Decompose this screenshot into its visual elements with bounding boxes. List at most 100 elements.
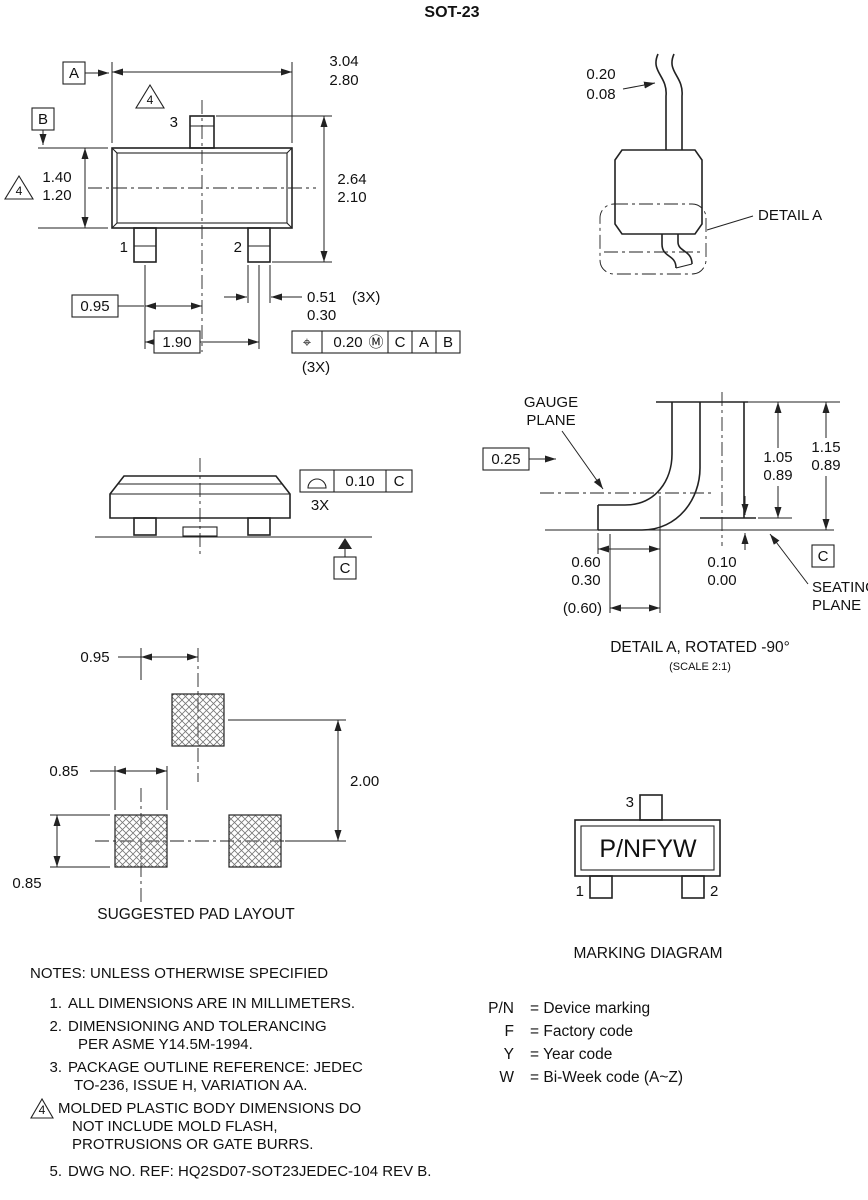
dim-pitch: 0.95 bbox=[80, 298, 109, 315]
datum-a-label: A bbox=[69, 65, 79, 82]
notes-header: NOTES: UNLESS OTHERWISE SPECIFIED bbox=[30, 965, 328, 982]
detail-a-boundary bbox=[599, 203, 707, 275]
flag-note-4-triangle bbox=[135, 83, 165, 109]
legend-code: W bbox=[499, 1069, 514, 1086]
flag-note-4: 4 bbox=[147, 93, 154, 107]
seating-plane-label: PLANE bbox=[812, 597, 861, 614]
body-side-outline bbox=[614, 149, 703, 235]
legend-desc: = Bi-Week code (A~Z) bbox=[530, 1069, 683, 1086]
dim-pitch-x: 0.95 bbox=[80, 649, 109, 666]
note-number: 5. bbox=[49, 1163, 62, 1180]
marking-caption: MARKING DIAGRAM bbox=[574, 945, 723, 962]
dim-len1-min: 0.89 bbox=[763, 467, 792, 484]
dim-body-max: 1.40 bbox=[42, 169, 71, 186]
marking-pin3 bbox=[639, 794, 663, 821]
detail-a-rotated-caption: DETAIL A, ROTATED -90° bbox=[610, 639, 790, 656]
pad-2 bbox=[228, 814, 282, 868]
dim-pad-h: 0.85 bbox=[12, 875, 41, 892]
dim-leadw-qty: (3X) bbox=[352, 289, 380, 306]
datum-c-label: C bbox=[818, 548, 829, 565]
pad-3 bbox=[171, 693, 225, 747]
marking-pin1-number: 1 bbox=[576, 883, 584, 900]
seating-plane-label: SEATING bbox=[812, 579, 868, 596]
dim-text-bg bbox=[805, 438, 847, 476]
note-line: NOT INCLUDE MOLD FLASH, bbox=[72, 1118, 278, 1135]
dim-width-min: 2.80 bbox=[329, 72, 358, 89]
dim-span-basic: 1.90 bbox=[162, 334, 191, 351]
upper-lead-edge bbox=[671, 53, 683, 150]
seating-plane-leader bbox=[769, 533, 809, 585]
marking-body-inner bbox=[580, 825, 715, 871]
legend-desc: = Factory code bbox=[530, 1023, 633, 1040]
note-line: PROTRUSIONS OR GATE BURRS. bbox=[72, 1136, 313, 1153]
gauge-plane-leader bbox=[561, 430, 604, 490]
legend-code: Y bbox=[504, 1046, 514, 1063]
dim-leadw-min: 0.30 bbox=[307, 307, 336, 324]
pin2-number: 2 bbox=[234, 239, 242, 256]
dim-standoff-min: 0.00 bbox=[707, 572, 736, 589]
dim-len2-min: 0.89 bbox=[811, 457, 840, 474]
datum-c-box bbox=[811, 544, 835, 568]
note-number: 3. bbox=[49, 1059, 62, 1076]
pin2-lead bbox=[247, 227, 271, 263]
note-line: DIMENSIONING AND TOLERANCING bbox=[68, 1018, 327, 1035]
dim-len1-max: 1.05 bbox=[763, 449, 792, 466]
detail-a-rotated-scale: (SCALE 2:1) bbox=[669, 661, 731, 673]
basic-dim-box bbox=[71, 294, 119, 318]
legend-desc: = Device marking bbox=[530, 1000, 650, 1017]
dim-span-min: 2.10 bbox=[337, 189, 366, 206]
marking-legend: P/N = Device marking F = Factory code Y … bbox=[488, 1000, 683, 1086]
fcf-tolerance: 0.10 bbox=[345, 473, 374, 490]
lead-tip bbox=[675, 263, 693, 269]
pin3-lead bbox=[189, 115, 215, 149]
pin3-foot bbox=[182, 526, 218, 537]
thickness-leader bbox=[622, 81, 656, 90]
pin2-foot bbox=[247, 517, 271, 536]
marking-pin2 bbox=[681, 875, 705, 899]
note-line: ALL DIMENSIONS ARE IN MILLIMETERS. bbox=[68, 995, 355, 1012]
lower-lead-edge bbox=[661, 234, 677, 269]
legend-code: F bbox=[505, 1023, 514, 1040]
fcf-frame bbox=[291, 330, 461, 354]
marking-pin1 bbox=[589, 875, 613, 899]
pad-layout-caption: SUGGESTED PAD LAYOUT bbox=[97, 906, 295, 923]
seating-fcf: 0.10 C bbox=[299, 469, 413, 493]
pin1-lead bbox=[133, 227, 157, 263]
note-line: TO-236, ISSUE H, VARIATION AA. bbox=[74, 1077, 307, 1094]
pin1-number: 1 bbox=[120, 239, 128, 256]
lead-inner-edge bbox=[598, 402, 673, 506]
legend-code: P/N bbox=[488, 1000, 514, 1017]
datum-b-label: B bbox=[38, 111, 48, 128]
dim-foot-max: 0.60 bbox=[571, 554, 600, 571]
note-number: 4 bbox=[39, 1103, 46, 1117]
note-line: MOLDED PLASTIC BODY DIMENSIONS DO bbox=[58, 1100, 361, 1117]
datum-c-label: C bbox=[340, 560, 351, 577]
mmc-modifier-icon: Ⓜ bbox=[368, 333, 383, 351]
lower-lead-edge bbox=[677, 234, 693, 265]
seating-plane-symbol-icon bbox=[307, 478, 327, 489]
gauge-plane-label: PLANE bbox=[526, 412, 575, 429]
fcf-datum: C bbox=[394, 473, 405, 490]
package-body-inner bbox=[116, 152, 288, 224]
dim-len2-max: 1.15 bbox=[811, 439, 840, 456]
corner-tick bbox=[111, 147, 118, 154]
datum-c-box bbox=[333, 556, 357, 580]
marking-pin3-number: 3 bbox=[626, 794, 634, 811]
legend-desc: = Year code bbox=[530, 1046, 612, 1063]
dim-body-min: 1.20 bbox=[42, 187, 71, 204]
fcf-datum-1: C bbox=[395, 334, 406, 351]
marking-code: P/NFYW bbox=[599, 835, 697, 863]
fcf-datum-2: A bbox=[419, 334, 429, 351]
pin3-number: 3 bbox=[170, 114, 178, 131]
marking-pin2-number: 2 bbox=[710, 883, 718, 900]
fcf-datum-3: B bbox=[443, 334, 453, 351]
notes: NOTES: UNLESS OTHERWISE SPECIFIED 1. ALL… bbox=[30, 965, 431, 1180]
dim-thickness-max: 0.20 bbox=[586, 66, 615, 83]
note-number: 1. bbox=[49, 995, 62, 1012]
detail-a-label: DETAIL A bbox=[758, 207, 822, 224]
dim-foot-min: 0.30 bbox=[571, 572, 600, 589]
pin1-foot bbox=[133, 517, 157, 536]
datum-c-triangle bbox=[338, 538, 352, 549]
corner-tick bbox=[286, 222, 293, 229]
